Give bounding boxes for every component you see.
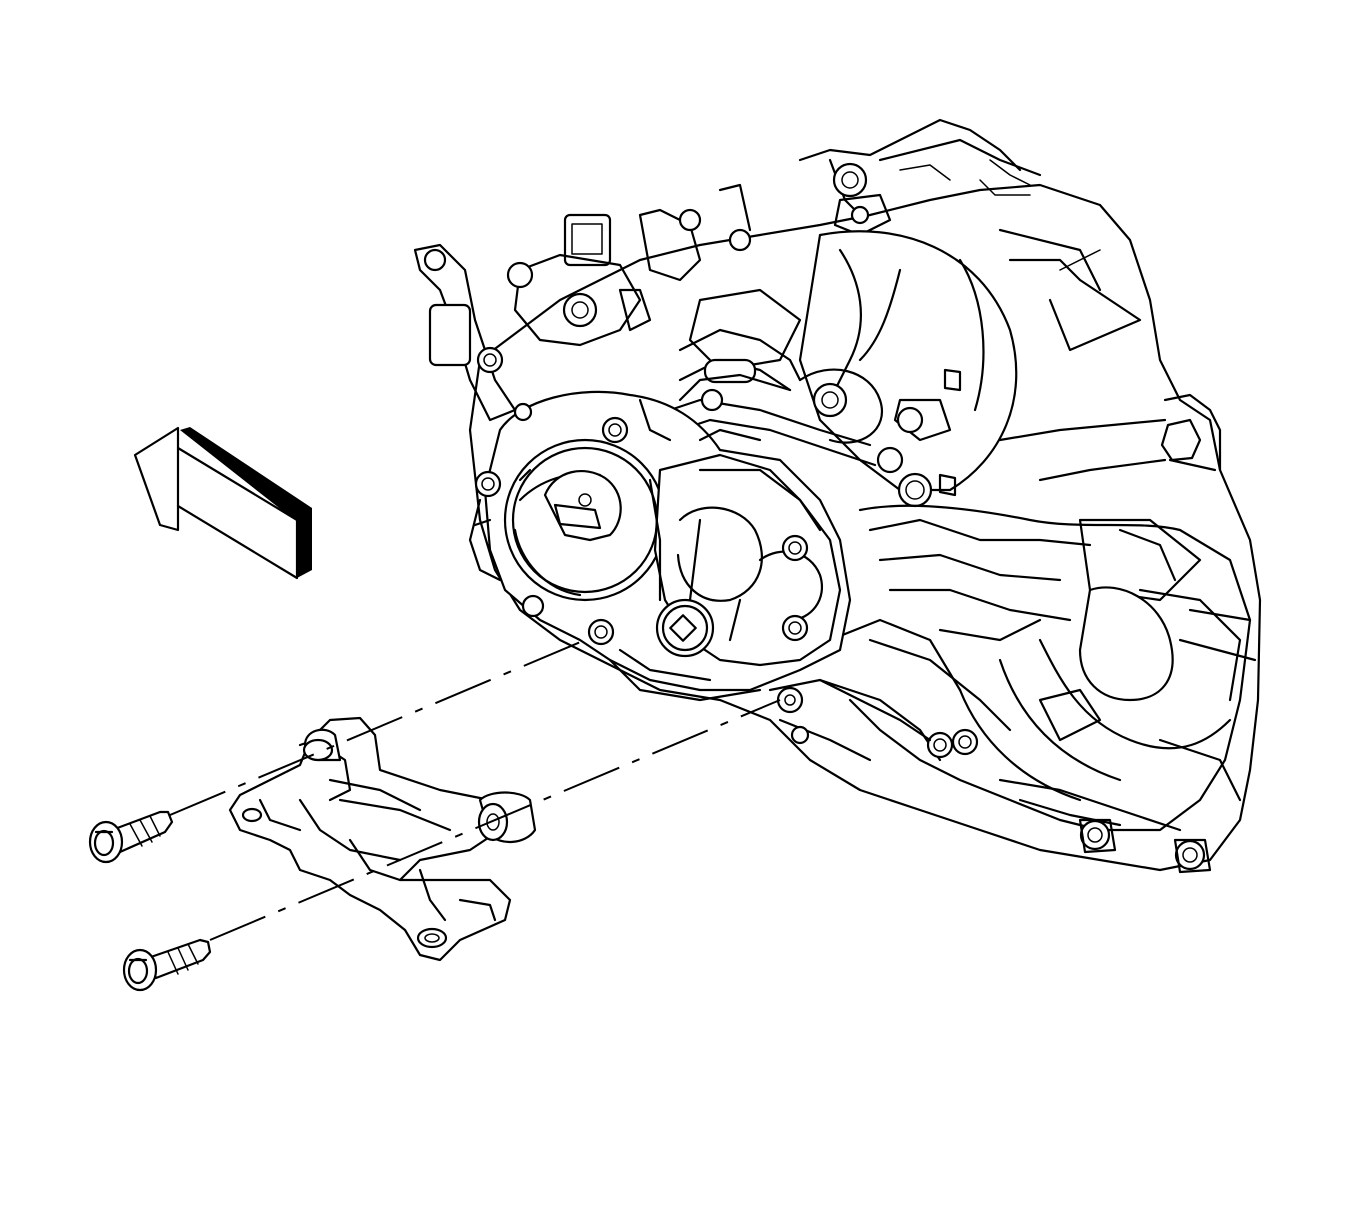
bolt-icon xyxy=(122,938,212,992)
transmission-housing-icon xyxy=(413,118,1262,874)
upper-bolt-alignment-line xyxy=(169,637,591,816)
mount-bracket-icon xyxy=(228,716,537,962)
lower-bolt-alignment-line xyxy=(209,699,781,941)
front-direction-arrow-icon xyxy=(133,426,312,580)
bolt-icon xyxy=(88,810,174,864)
